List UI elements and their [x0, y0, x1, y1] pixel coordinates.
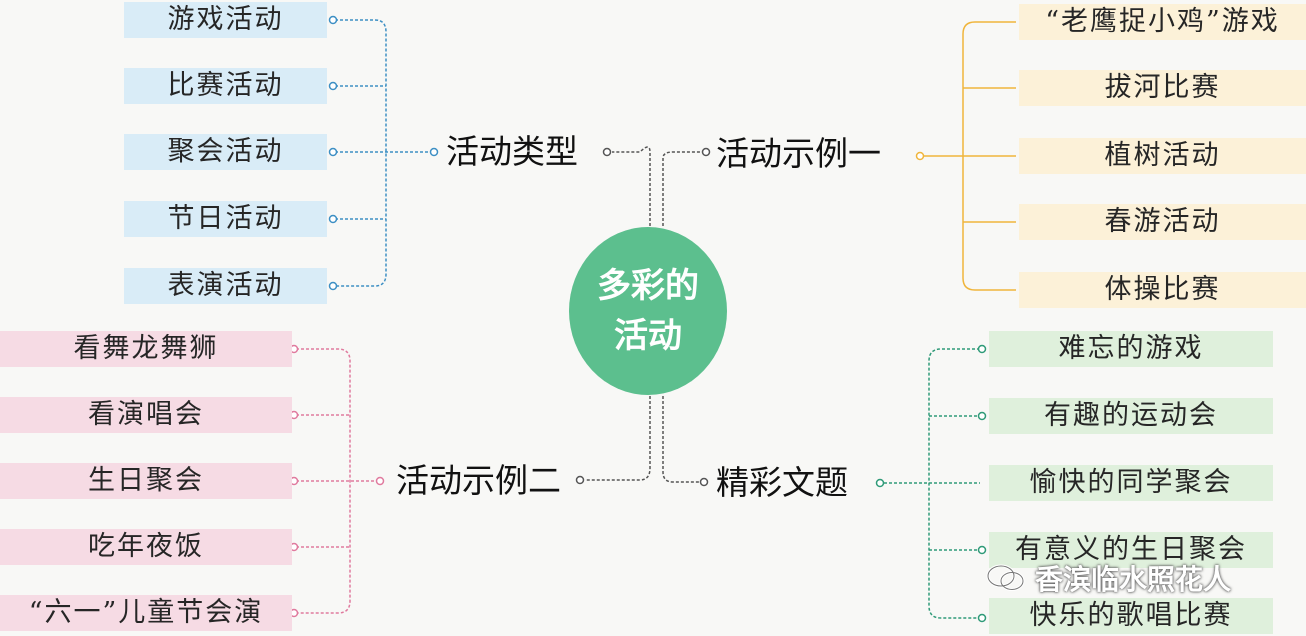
leaf-types-2: 比赛活动	[124, 68, 327, 104]
leaf-types-3: 聚会活动	[124, 134, 327, 170]
leaf-example2-1: 看舞龙舞狮	[0, 331, 292, 367]
branch-activity-types: 活动类型	[446, 132, 578, 171]
branch-essay-titles: 精彩文题	[716, 463, 848, 502]
central-topic-label: 多彩的活动	[597, 266, 699, 356]
leaf-example2-2: 看演唱会	[0, 397, 292, 433]
branch-activity-example-2: 活动示例二	[396, 461, 561, 500]
leaf-types-4: 节日活动	[124, 201, 327, 237]
leaf-example1-5: 体操比赛	[1019, 272, 1306, 308]
leaf-example2-3: 生日聚会	[0, 463, 292, 499]
leaf-example2-4: 吃年夜饭	[0, 529, 292, 565]
watermark: 香滨临水照花人	[985, 560, 1231, 596]
branch-activity-example-1: 活动示例一	[716, 134, 881, 173]
leaf-titles-1: 难忘的游戏	[989, 331, 1273, 367]
wechat-icon	[986, 564, 1025, 591]
leaf-titles-2: 有趣的运动会	[989, 398, 1273, 434]
leaf-types-5: 表演活动	[124, 268, 327, 304]
central-topic: 多彩的活动	[569, 227, 727, 395]
leaf-types-1: 游戏活动	[124, 2, 327, 38]
leaf-example2-5: “六一”儿童节会演	[0, 595, 292, 631]
leaf-example1-4: 春游活动	[1019, 204, 1306, 240]
leaf-example1-2: 拔河比赛	[1019, 70, 1306, 106]
leaf-example1-3: 植树活动	[1019, 138, 1306, 174]
leaf-titles-3: 愉快的同学聚会	[989, 465, 1273, 501]
leaf-titles-5: 快乐的歌唱比赛	[989, 598, 1273, 634]
leaf-titles-4: 有意义的生日聚会	[989, 532, 1273, 568]
watermark-text: 香滨临水照花人	[1035, 563, 1232, 596]
leaf-example1-1: “老鹰捉小鸡”游戏	[1019, 4, 1306, 40]
